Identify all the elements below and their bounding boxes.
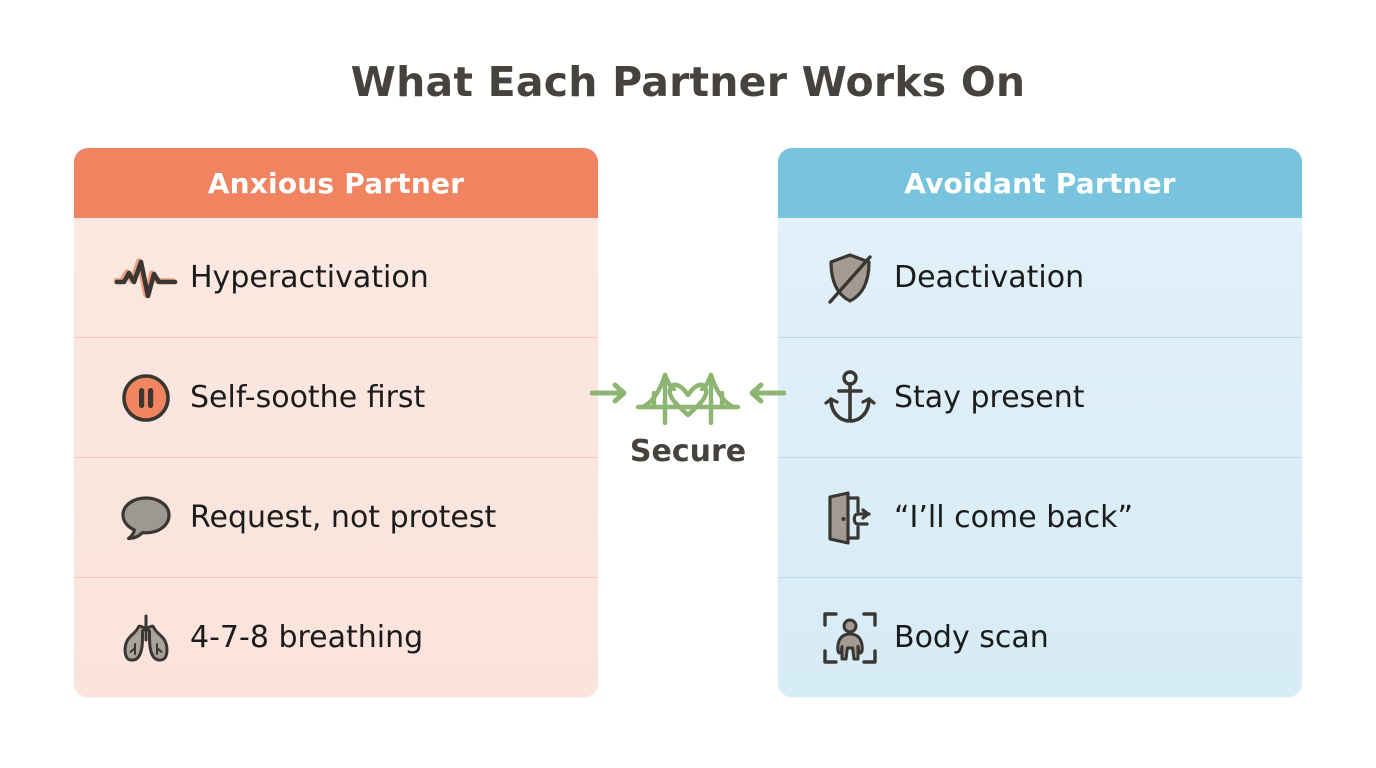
list-item-478-breathing[interactable]: 4-7-8 breathing [74, 577, 598, 697]
shield-slash-icon [814, 249, 886, 307]
page-title: What Each Partner Works On [350, 58, 1026, 106]
list-item-label: Hyperactivation [190, 260, 429, 295]
pulse-icon [110, 249, 182, 307]
secure-label: Secure [629, 434, 747, 469]
list-item-body-scan[interactable]: Body scan [778, 577, 1302, 697]
list-item-hyperactivation[interactable]: Hyperactivation [74, 218, 598, 337]
list-item-label: 4-7-8 breathing [190, 620, 424, 655]
list-item-label: “I’ll come back” [894, 500, 1134, 535]
door-return-icon [814, 489, 886, 547]
anchor-icon [814, 369, 886, 427]
card-avoidant-header: Avoidant Partner [778, 148, 1302, 218]
list-item-label: Request, not protest [190, 500, 497, 535]
card-anxious-body: Hyperactivation Self-soothe first Reques… [74, 218, 598, 697]
secure-cluster: Secure [578, 358, 798, 488]
arrow-right-icon [590, 380, 632, 406]
list-item-ill-come-back[interactable]: “I’ll come back” [778, 457, 1302, 577]
body-scan-icon [814, 609, 886, 667]
anxious-header-text: Anxious Partner [207, 166, 465, 200]
list-item-deactivation[interactable]: Deactivation [778, 218, 1302, 337]
lungs-icon [110, 609, 182, 667]
list-item-self-soothe-first[interactable]: Self-soothe first [74, 337, 598, 457]
card-avoidant-body: Deactivation Stay present [778, 218, 1302, 697]
speech-bubble-icon [110, 489, 182, 547]
card-anxious-partner: Anxious Partner Hyperactivation Sel [74, 148, 598, 697]
list-item-request-not-protest[interactable]: Request, not protest [74, 457, 598, 577]
list-item-label: Deactivation [894, 260, 1085, 295]
avoidant-header-text: Avoidant Partner [904, 166, 1176, 200]
card-anxious-header: Anxious Partner [74, 148, 598, 218]
secure-arrows-row [578, 358, 798, 428]
list-item-label: Body scan [894, 620, 1049, 655]
list-item-label: Stay present [894, 380, 1085, 415]
list-item-stay-present[interactable]: Stay present [778, 337, 1302, 457]
list-item-label: Self-soothe first [190, 380, 426, 415]
card-avoidant-partner: Avoidant Partner Deactivation [778, 148, 1302, 697]
bridge-heart-icon [632, 359, 744, 427]
arrow-left-icon [744, 380, 786, 406]
pause-circle-icon [110, 369, 182, 427]
